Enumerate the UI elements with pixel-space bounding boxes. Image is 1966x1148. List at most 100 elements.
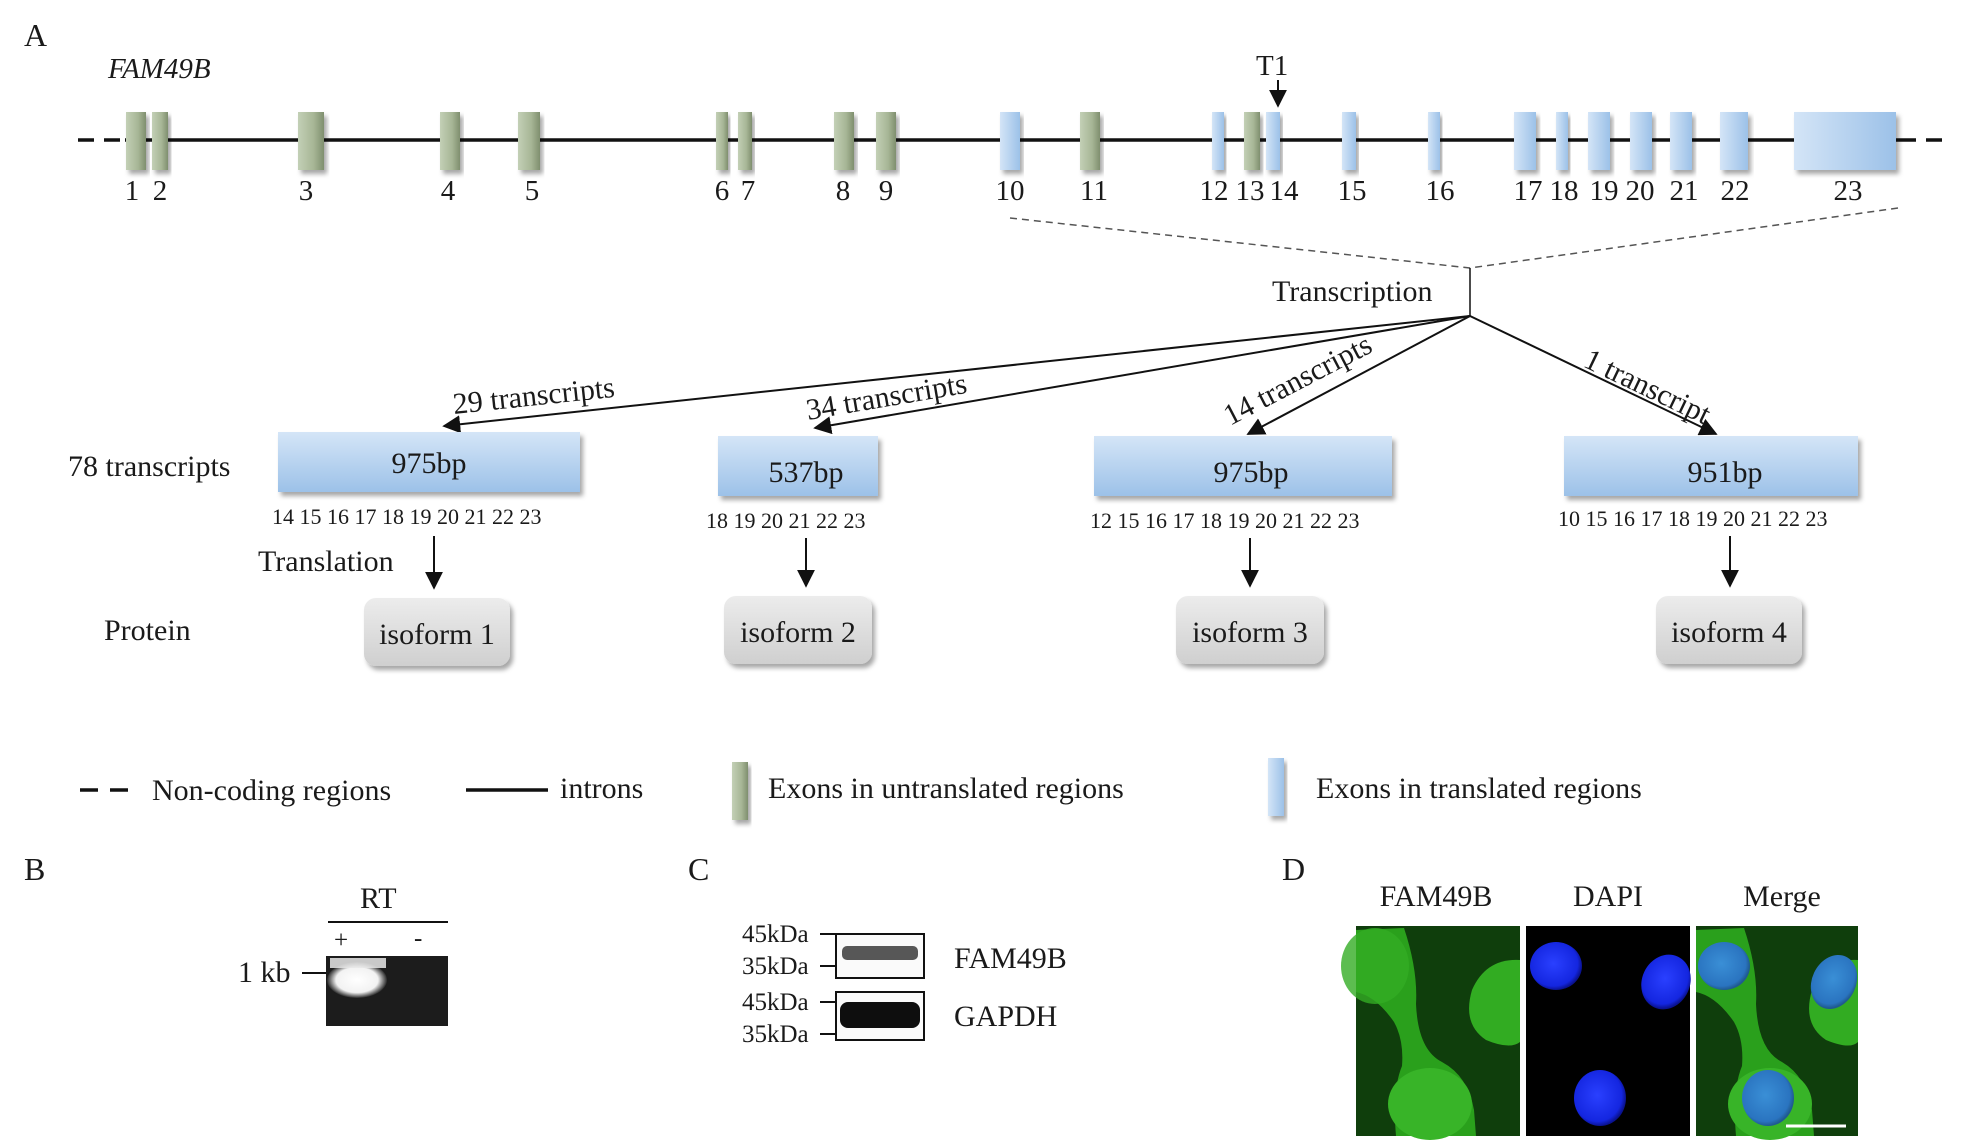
exon-number-7: 7: [741, 175, 756, 207]
exon-20: [1630, 112, 1652, 170]
panel-d-letter: D: [1282, 851, 1305, 887]
isoform-2-count: 34 transcripts: [804, 367, 970, 427]
isoform-4-count: 1 transcript: [1579, 343, 1716, 432]
exon-17: [1514, 112, 1536, 170]
transcript-exons: 12 15 16 17 18 19 20 21 22 23: [1090, 508, 1360, 533]
exon-7: [738, 112, 752, 170]
blot-label-gapdh: GAPDH: [954, 1000, 1057, 1033]
transcript-box: [278, 432, 580, 492]
legend-translated-swatch: [1268, 758, 1284, 816]
exon-number-14: 14: [1270, 175, 1300, 207]
rt-plus: +: [334, 927, 348, 954]
gel-image: [326, 956, 448, 1026]
transcript-exons: 18 19 20 21 22 23: [706, 508, 866, 533]
exon-10: [1000, 112, 1020, 170]
legend-translated-label: Exons in translated regions: [1316, 772, 1642, 805]
rt-header: RT: [360, 882, 397, 915]
transcript-bp: 537bp: [769, 456, 844, 489]
exon-number-16: 16: [1426, 175, 1455, 207]
isoform-box: [364, 598, 510, 666]
transcript-exons: 10 15 16 17 18 19 20 21 22 23: [1558, 506, 1828, 531]
exon-number-17: 17: [1514, 175, 1543, 207]
t1-label: T1: [1256, 50, 1288, 82]
exon-number-5: 5: [525, 175, 540, 207]
exon-number-10: 10: [996, 175, 1025, 207]
isoform-2: isoform 2: [724, 596, 872, 664]
exon-12: [1212, 112, 1224, 170]
exon-19: [1588, 112, 1610, 170]
transcript-exons: 14 15 16 17 18 19 20 21 22 23: [272, 504, 542, 529]
exon-11: [1080, 112, 1100, 170]
exon-3: [298, 112, 324, 170]
exon-15: [1342, 112, 1356, 170]
exon-2: [152, 112, 168, 170]
transcript-bp: 951bp: [1688, 456, 1763, 489]
exon-9: [876, 112, 896, 170]
exon-8: [834, 112, 854, 170]
channel-label-merge: Merge: [1743, 880, 1821, 913]
branch-arrow-1: [442, 315, 1471, 434]
exon-21: [1670, 112, 1692, 170]
exon-22: [1720, 112, 1748, 170]
blot-marker-3: 45kDa: [742, 989, 809, 1016]
exon-13: [1244, 112, 1260, 170]
exon-number-23: 23: [1834, 175, 1863, 207]
blot-marker-1: 45kDa: [742, 921, 809, 948]
branch-arrow-3: [1246, 315, 1471, 435]
exon-number-20: 20: [1626, 175, 1655, 207]
isoform-box: [1656, 596, 1802, 664]
isoform-label: isoform 3: [1192, 616, 1308, 649]
isoform-label: isoform 4: [1671, 616, 1787, 649]
blot-marker-2: 35kDa: [742, 953, 809, 980]
exon-6: [716, 112, 728, 170]
blot-label-fam49b: FAM49B: [954, 942, 1067, 975]
transcription-label: Transcription: [1272, 275, 1433, 308]
channel-label-dapi: DAPI: [1573, 880, 1643, 913]
panel-c-letter: C: [688, 851, 709, 887]
total-transcripts-label: 78 transcripts: [68, 450, 230, 483]
legend-intron-label: introns: [560, 772, 643, 805]
exon-number-12: 12: [1200, 175, 1229, 207]
transcript-box: [1564, 436, 1858, 496]
branch-arrow-2: [813, 315, 1471, 435]
legend-untranslated-swatch: [732, 762, 748, 820]
exon-number-19: 19: [1590, 175, 1619, 207]
exon-1: [126, 112, 146, 170]
exon-number-8: 8: [836, 175, 851, 207]
isoform-label: isoform 1: [379, 618, 495, 651]
zoom-line-right: [1469, 207, 1899, 269]
exon-14: [1266, 112, 1280, 170]
exon-number-21: 21: [1670, 175, 1699, 207]
micrograph-fam49b: [1341, 926, 1520, 1140]
rt-marker: 1 kb: [238, 956, 291, 989]
blot-marker-4: 35kDa: [742, 1021, 809, 1048]
protein-label: Protein: [104, 614, 191, 647]
isoform-label: isoform 2: [740, 616, 856, 649]
exon-4: [440, 112, 460, 170]
channel-label-fam49b: FAM49B: [1380, 880, 1493, 913]
micrograph-merge: [1696, 926, 1858, 1140]
exon-number-11: 11: [1080, 175, 1108, 207]
exon-number-2: 2: [153, 175, 168, 207]
exon-number-6: 6: [715, 175, 730, 207]
isoform-4: isoform 4: [1656, 596, 1802, 664]
exon-16: [1428, 112, 1440, 170]
exon-number-22: 22: [1721, 175, 1750, 207]
exon-18: [1556, 112, 1568, 170]
legend: Non-coding regions introns Exons in untr…: [80, 758, 1642, 820]
isoform-1: isoform 1: [364, 598, 510, 666]
transcript-box: [718, 436, 878, 496]
panel-b-letter: B: [24, 851, 45, 887]
exon-23: [1794, 112, 1896, 170]
rt-minus: -: [414, 925, 422, 952]
branch-arrow-4: [1469, 315, 1718, 436]
transcript-box: [1094, 436, 1392, 496]
exon-number-9: 9: [879, 175, 894, 207]
exon-number-4: 4: [441, 175, 456, 207]
legend-noncoding-label: Non-coding regions: [152, 774, 391, 807]
western-blot: [835, 933, 925, 1041]
zoom-line-left: [1009, 217, 1471, 269]
isoform-3-count: 14 transcripts: [1218, 328, 1377, 432]
exon-track: [126, 112, 1896, 170]
